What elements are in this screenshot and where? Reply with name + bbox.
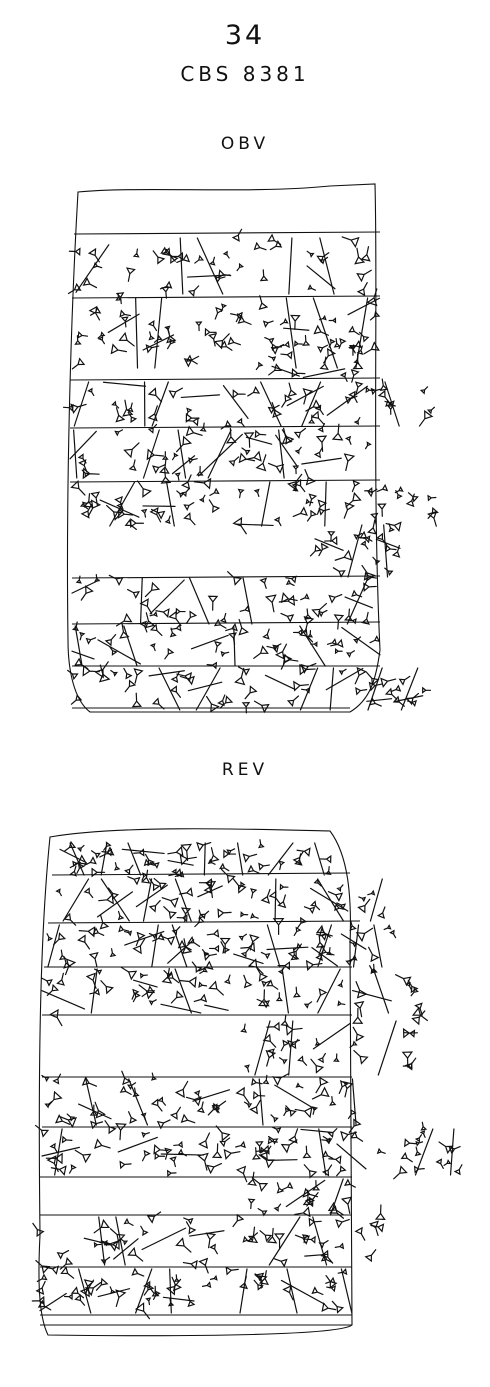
sign-row: [41, 1070, 362, 1141]
obverse-label: OBV: [220, 134, 270, 154]
sign-row: [31, 1259, 353, 1320]
sign-row: [59, 839, 332, 881]
sign-row: [70, 468, 439, 535]
sign-row: [264, 336, 364, 383]
sign-row: [67, 228, 372, 305]
sign-row: [240, 1007, 426, 1076]
sign-row: [32, 1204, 386, 1274]
plate-number: 34: [224, 20, 266, 51]
sign-row: [34, 1120, 463, 1183]
sign-row: [55, 868, 386, 935]
ruled-line: [69, 377, 381, 381]
reverse-label: REV: [221, 760, 269, 780]
obverse-outline: [66, 183, 381, 713]
ruled-line: [71, 621, 381, 625]
obverse-signs: [62, 228, 439, 714]
ruled-line: [71, 295, 381, 299]
sign-row: [71, 612, 381, 670]
catalog-number: CBS 8381: [180, 62, 310, 86]
sign-row: [46, 914, 397, 976]
sign-row: [247, 1171, 356, 1219]
reverse-signs: [31, 839, 463, 1320]
sign-row: [40, 961, 428, 1027]
ruled-line: [73, 231, 381, 235]
sign-row: [67, 661, 432, 714]
sign-row: [71, 288, 381, 371]
ruled-line: [71, 575, 381, 579]
sign-row: [71, 564, 377, 633]
obverse-tablet-drawing: [62, 183, 439, 714]
sign-row: [69, 422, 372, 481]
sign-row: [309, 519, 402, 581]
reverse-tablet-drawing: [31, 828, 463, 1337]
ruled-line: [69, 479, 381, 483]
sign-row: [62, 378, 436, 430]
